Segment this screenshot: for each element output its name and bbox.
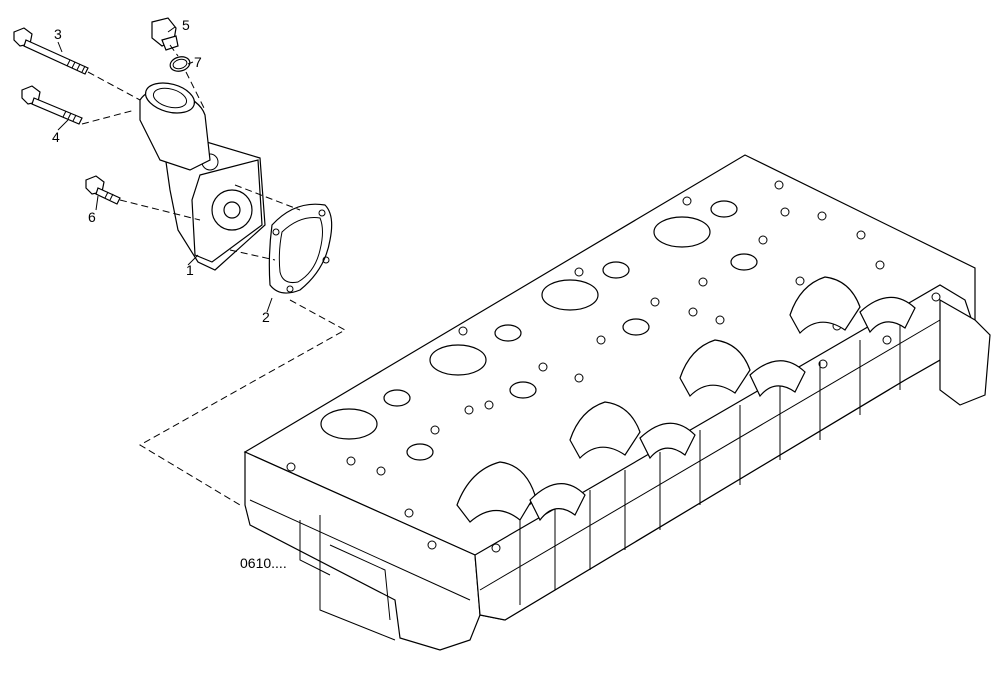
- thermostat-valve-core: [223, 201, 241, 219]
- callout-2: 2: [262, 309, 270, 325]
- cylinder-head: [243, 154, 991, 651]
- bolt-4-shank: [31, 97, 83, 125]
- outlet-pipe-mouth: [144, 82, 196, 114]
- callout-4: 4: [52, 129, 60, 145]
- thermostat-housing: [139, 82, 266, 271]
- callout-7: 7: [194, 54, 202, 70]
- gasket-outer: [268, 203, 333, 294]
- bolt-3: [13, 27, 89, 75]
- cylinder-head-ports: [456, 276, 916, 523]
- callout-leaders: [57, 26, 273, 313]
- plug-5: [151, 17, 179, 51]
- medium-bores: [383, 200, 758, 461]
- gasket: [268, 203, 333, 294]
- assembly-lines: [81, 44, 347, 506]
- reference-code: 0610....: [240, 555, 287, 571]
- gasket-inner: [278, 217, 323, 283]
- bolt-3-shank: [23, 39, 89, 75]
- cylinder-bores: [320, 216, 711, 440]
- callout-1: 1: [186, 262, 194, 278]
- bolt-6: [85, 175, 121, 205]
- cylinder-bore-1: [320, 408, 378, 440]
- cylinder-head-side-ribs: [249, 318, 941, 641]
- callout-3: 3: [54, 26, 62, 42]
- callout-5: 5: [182, 17, 190, 33]
- callout-6: 6: [88, 209, 96, 225]
- bolt-4: [21, 85, 83, 125]
- cylinder-bore-4: [653, 216, 711, 248]
- cylinder-bore-2: [429, 344, 487, 376]
- cylinder-bore-3: [541, 279, 599, 311]
- cylinder-head-end-boss: [939, 298, 991, 406]
- bolt-6-shank: [95, 187, 121, 205]
- seal-ring-7: [169, 56, 191, 72]
